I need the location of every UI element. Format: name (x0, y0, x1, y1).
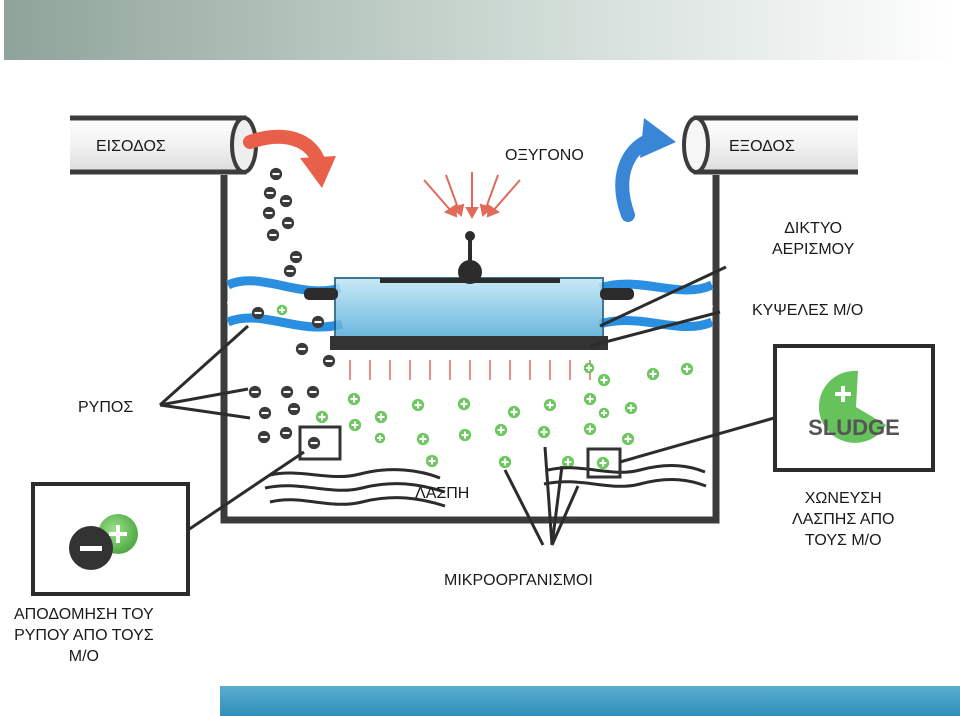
oxygen-label: ΟΞΥΓΟΝΟ (505, 147, 584, 164)
digestion-microbe-icon (596, 456, 610, 470)
decomposition-line3: Μ/Ο (68, 648, 99, 665)
outlet-label: ΕΞΟΔΟΣ (729, 138, 795, 155)
header-band (4, 0, 958, 60)
digestion-line2: ΛΑΣΠΗΣ ΑΠΟ (792, 511, 895, 528)
digestion-line3: ΤΟΥΣ Μ/Ο (804, 532, 882, 549)
digestion-label: ΧΩΝΕΥΣΗ ΛΑΣΠΗΣ ΑΠΟ ΤΟΥΣ Μ/Ο (792, 488, 894, 551)
aeration-net (304, 231, 634, 350)
aeration-net-line1: ΔΙΚΤΥΟ (784, 220, 843, 237)
decomposition-line1: ΑΠΟΔΟΜΗΣΗ ΤΟΥ (14, 606, 154, 623)
decomposition-inset (31, 482, 190, 596)
oxygen-arrows (423, 172, 521, 220)
outflow-arrow (615, 118, 676, 222)
aeration-net-label: ΔΙΚΤΥΟ ΑΕΡΙΣΜΟΥ (772, 218, 854, 260)
inlet-label: ΕΙΣΟΔΟΣ (96, 138, 166, 155)
dirt-label: ΡΥΠΟΣ (78, 399, 134, 416)
decomposition-pollutant-icon (307, 436, 321, 450)
digestion-focus-box (586, 447, 622, 479)
aeration-net-line2: ΑΕΡΙΣΜΟΥ (772, 241, 855, 258)
inflow-arrow (243, 129, 336, 188)
sludge-label: ΛΑΣΠΗ (415, 485, 470, 502)
digestion-line1: ΧΩΝΕΥΣΗ (804, 490, 882, 507)
cells-label: ΚΥΨΕΛΕΣ Μ/Ο (752, 302, 864, 319)
diffuser-arrows (349, 360, 591, 380)
footer-white-area (0, 686, 220, 716)
sludge-badge-text: SLUDGE (808, 415, 900, 440)
decomposition-line2: ΡΥΠΟΥ ΑΠΟ ΤΟΥΣ (14, 627, 154, 644)
sludge-layer (264, 464, 707, 508)
microorganisms-label: ΜΙΚΡΟΟΡΓΑΝΙΣΜΟΙ (444, 572, 593, 589)
leader-lines (158, 265, 775, 546)
decomposition-focus-box (298, 425, 342, 461)
decomposition-label: ΑΠΟΔΟΜΗΣΗ ΤΟΥ ΡΥΠΟΥ ΑΠΟ ΤΟΥΣ Μ/Ο (14, 604, 154, 667)
outlet-pipe (682, 115, 858, 175)
sludge-inset: SLUDGE (773, 344, 935, 472)
